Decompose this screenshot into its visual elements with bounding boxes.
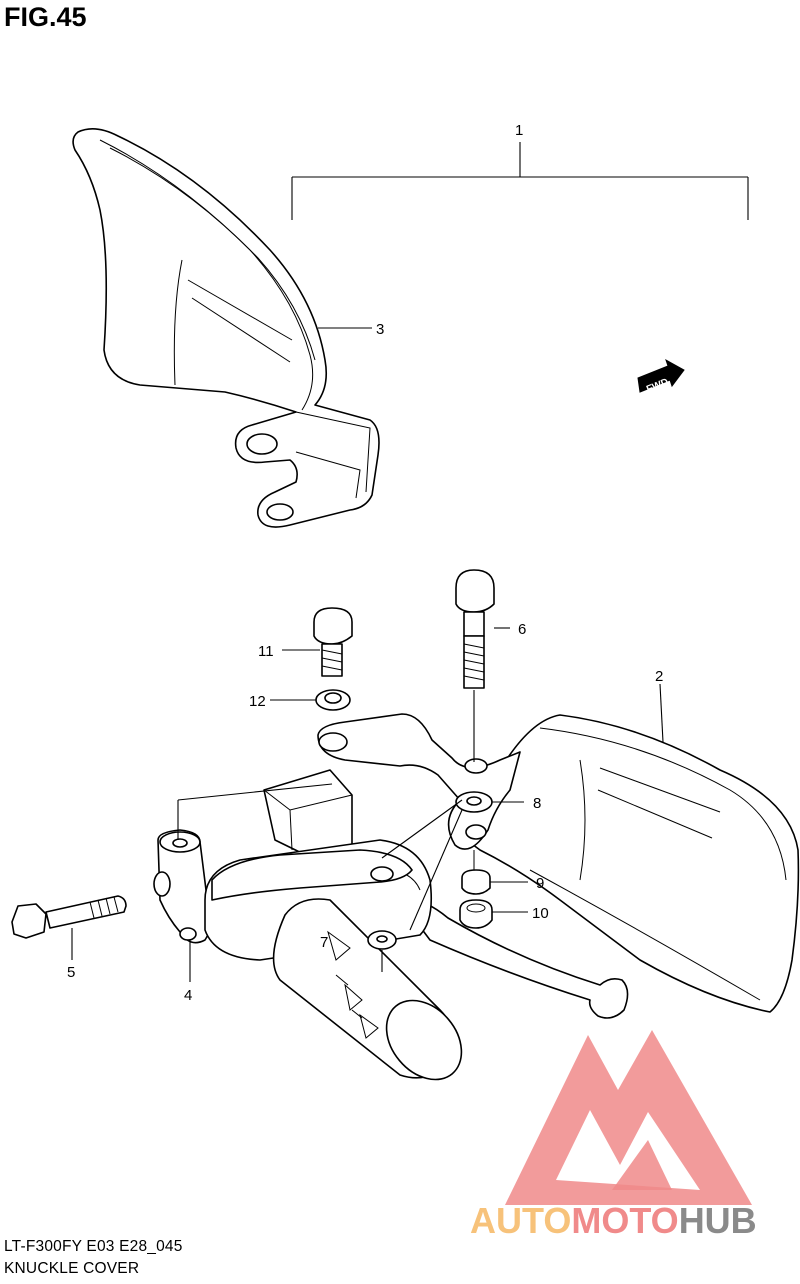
axis-link-bracket: [381, 799, 463, 859]
callout-1-label: 1: [515, 122, 523, 139]
callout-8-label: 8: [533, 795, 541, 812]
callout-4-label: 4: [184, 987, 192, 1004]
figure-title: FIG.45: [4, 2, 87, 32]
callout-6-label: 6: [518, 621, 526, 638]
bolt-long: [455, 569, 495, 689]
bolt-5: [11, 895, 127, 939]
watermark-auto: AUTO: [470, 1200, 571, 1241]
callout-5-label: 5: [67, 964, 75, 981]
bolt-short: [313, 607, 353, 677]
spacer-12: [315, 689, 351, 711]
knuckle-cover-left: [72, 128, 380, 528]
brake-lever: [399, 898, 629, 1019]
fwd-arrow-icon: FWD: [637, 358, 685, 395]
collar-9: [461, 869, 491, 895]
washer-7: [367, 930, 397, 950]
axis-link-8: [409, 809, 463, 931]
model-code: LT-F300FY E03 E28_045: [4, 1238, 183, 1255]
washer-8: [455, 791, 493, 813]
handlebar-grip: [272, 898, 463, 1081]
svg-text:AUTOMOTOHUB: AUTOMOTOHUB: [470, 1200, 757, 1241]
watermark-hub: HUB: [679, 1200, 757, 1241]
watermark-moto: MOTO: [571, 1200, 678, 1241]
callout-11-label: 11: [258, 643, 274, 660]
callout-9-label: 9: [536, 875, 544, 892]
callout-12-label: 12: [249, 693, 266, 710]
nut-10: [459, 899, 493, 929]
axis-cylinder-link: [177, 783, 333, 801]
callout-3-label: 3: [376, 321, 384, 338]
callout-10-label: 10: [532, 905, 549, 922]
knuckle-cover-right: [459, 714, 800, 1013]
watermark-logo: AUTOMOTOHUB: [470, 1030, 757, 1241]
callout-2-label: 2: [655, 668, 663, 685]
callout-1-bracket: [291, 142, 749, 220]
brake-master-cylinder: [153, 769, 353, 944]
callout-7-label: 7: [320, 934, 328, 951]
mounting-bracket: [317, 713, 521, 850]
leader-2: [659, 683, 664, 743]
section-name: KNUCKLE COVER: [4, 1260, 140, 1277]
